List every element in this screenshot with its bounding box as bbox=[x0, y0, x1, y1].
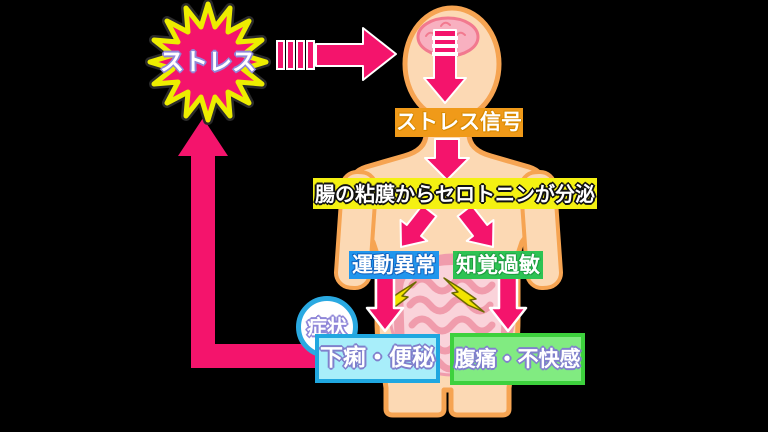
pain-discomfort-box: 腹痛・不快感 bbox=[450, 333, 585, 385]
signal-down-arrow bbox=[424, 138, 470, 181]
feedback-loop-arrow bbox=[178, 118, 345, 368]
split-arrow-left bbox=[399, 204, 438, 248]
stress-burst-icon bbox=[145, 0, 271, 125]
serotonin-banner: 腸の粘膜からセロトニンが分泌 bbox=[313, 178, 597, 209]
stress-label: ストレス bbox=[160, 48, 256, 76]
brain-signal-arrow bbox=[423, 29, 467, 104]
diarrhea-constipation-box: 下痢・便秘 bbox=[315, 334, 440, 383]
motor-abnormality-label: 運動異常 bbox=[349, 251, 439, 279]
stress-to-head-arrow bbox=[276, 27, 397, 81]
split-arrow-right bbox=[456, 204, 495, 248]
stress-signal-label: ストレス信号 bbox=[395, 108, 523, 137]
hypersensitivity-label: 知覚過敏 bbox=[453, 251, 543, 279]
